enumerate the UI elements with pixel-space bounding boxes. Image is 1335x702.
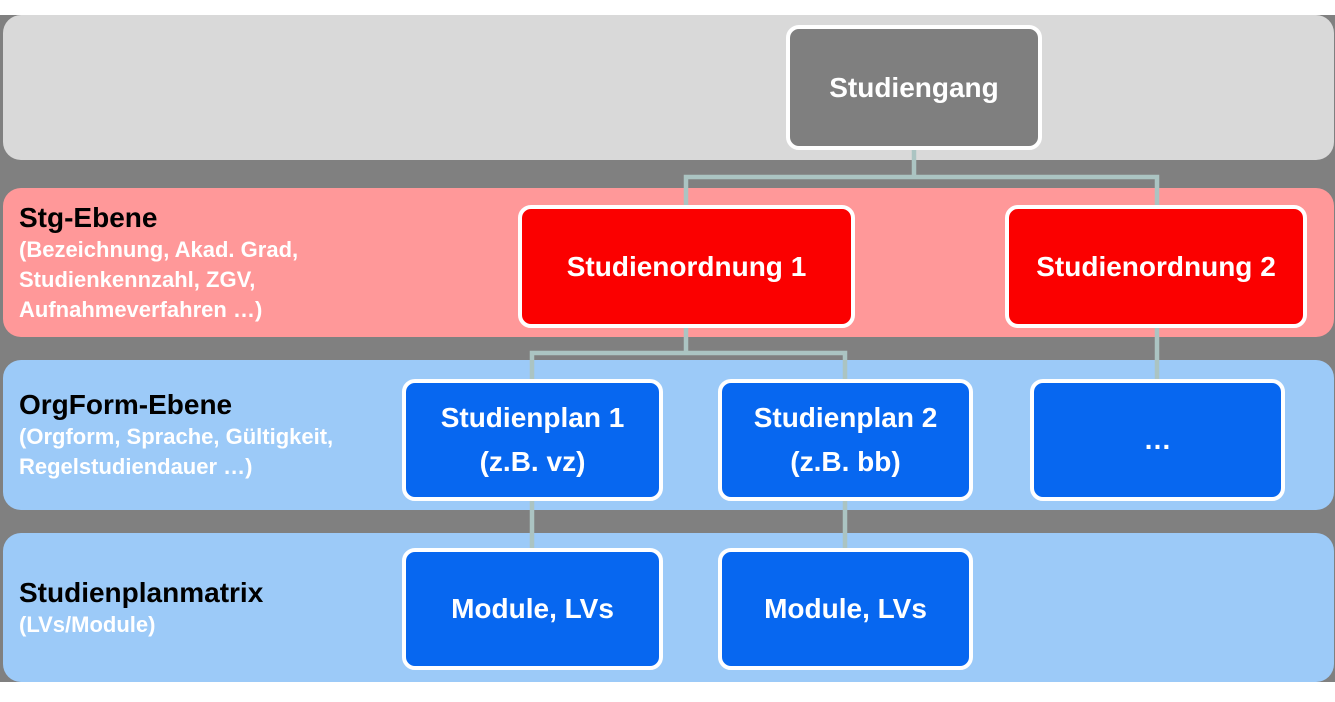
node-studienordnung-2-label: Studienordnung 2 <box>1036 250 1276 282</box>
band-stg-ebene-text: Stg-Ebene (Bezeichnung, Akad. Grad, Stud… <box>19 188 298 337</box>
node-studienplan-2-label: Studienplan 2 <box>753 402 938 433</box>
band-studienplanmatrix: Studienplanmatrix (LVs/Module) <box>3 533 1334 682</box>
band-orgform-ebene-text: OrgForm-Ebene (Orgform, Sprache, Gültigk… <box>19 360 333 510</box>
node-studienordnung-2: Studienordnung 2 <box>1005 205 1307 328</box>
node-studienordnung-1: Studienordnung 1 <box>518 205 855 328</box>
node-studienordnung-1-label: Studienordnung 1 <box>566 250 807 282</box>
band-orgform-ebene-desc-line-2: Regelstudiendauer …) <box>19 454 253 479</box>
node-studienplan-2: Studienplan 2 (z.B. bb) <box>718 379 973 501</box>
node-studiengang: Studiengang <box>786 25 1042 150</box>
node-studiengang-label: Studiengang <box>829 71 999 103</box>
band-studienplanmatrix-title: Studienplanmatrix <box>19 576 264 608</box>
node-studienplan-2-sublabel: (z.B. bb) <box>790 446 901 477</box>
band-studienplanmatrix-desc-line-1: (LVs/Module) <box>19 611 156 637</box>
node-ellipsis: … <box>1030 379 1285 501</box>
node-studienplan-1-label: Studienplan 1 <box>440 402 625 433</box>
band-studiengang-level <box>3 15 1334 160</box>
band-stg-ebene-desc-line-2: Studienkennzahl, ZGV, <box>19 266 256 292</box>
node-module-2-label: Module, LVs <box>764 593 927 624</box>
node-studienplan-1: Studienplan 1 (z.B. vz) <box>402 379 663 501</box>
band-orgform-ebene-desc-line-1: (Orgform, Sprache, Gültigkeit, <box>19 424 334 449</box>
node-studienplan-1-sublabel: (z.B. vz) <box>479 446 586 477</box>
band-studienplanmatrix-text: Studienplanmatrix (LVs/Module) <box>19 533 263 682</box>
band-orgform-ebene-title: OrgForm-Ebene <box>19 389 233 420</box>
node-module-1: Module, LVs <box>402 548 663 670</box>
band-stg-ebene-desc-line-3: Aufnahmeverfahren …) <box>19 296 263 322</box>
node-ellipsis-label: … <box>1143 424 1172 455</box>
band-stg-ebene-desc-line-1: (Bezeichnung, Akad. Grad, <box>19 236 299 262</box>
node-module-1-label: Module, LVs <box>451 593 614 624</box>
node-module-2: Module, LVs <box>718 548 973 670</box>
band-stg-ebene-title: Stg-Ebene <box>19 201 158 233</box>
